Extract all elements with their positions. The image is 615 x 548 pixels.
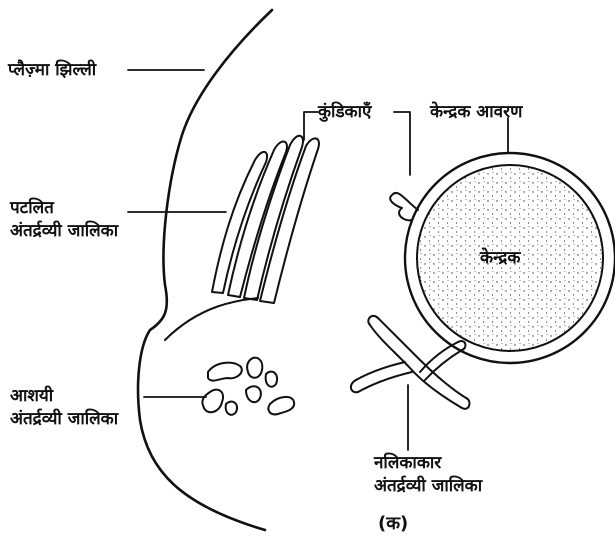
plasma-membrane-inner: [165, 298, 258, 340]
label-tubular-er-line1: नलिकाकार: [374, 452, 441, 474]
rough-er-stack: [212, 136, 319, 303]
label-plasma-membrane: प्लैज़्मा झिल्ली: [8, 59, 96, 81]
leader-vesicles-right: [394, 112, 410, 175]
label-cisternal-er-line1: आशयी: [10, 385, 53, 407]
label-rough-er-line1: पटलित: [10, 197, 54, 219]
cisternal-er-blobs: [202, 358, 294, 415]
label-vesicles: कुंडिकाएँ: [318, 101, 371, 123]
label-tubular-er-line2: अंतर्द्रव्यी जालिका: [374, 475, 482, 497]
figure-caption: (क): [378, 513, 408, 535]
label-nucleus: केन्द्रक: [480, 247, 520, 269]
plasma-membrane-outline: [138, 10, 272, 530]
label-nuclear-envelope: केन्द्रक आवरण: [430, 101, 522, 123]
label-rough-er-line2: अंतर्द्रव्यी जालिका: [10, 220, 118, 242]
leader-vesicles-left: [304, 112, 318, 140]
label-cisternal-er-line2: अंतर्द्रव्यी जालिका: [10, 408, 118, 430]
